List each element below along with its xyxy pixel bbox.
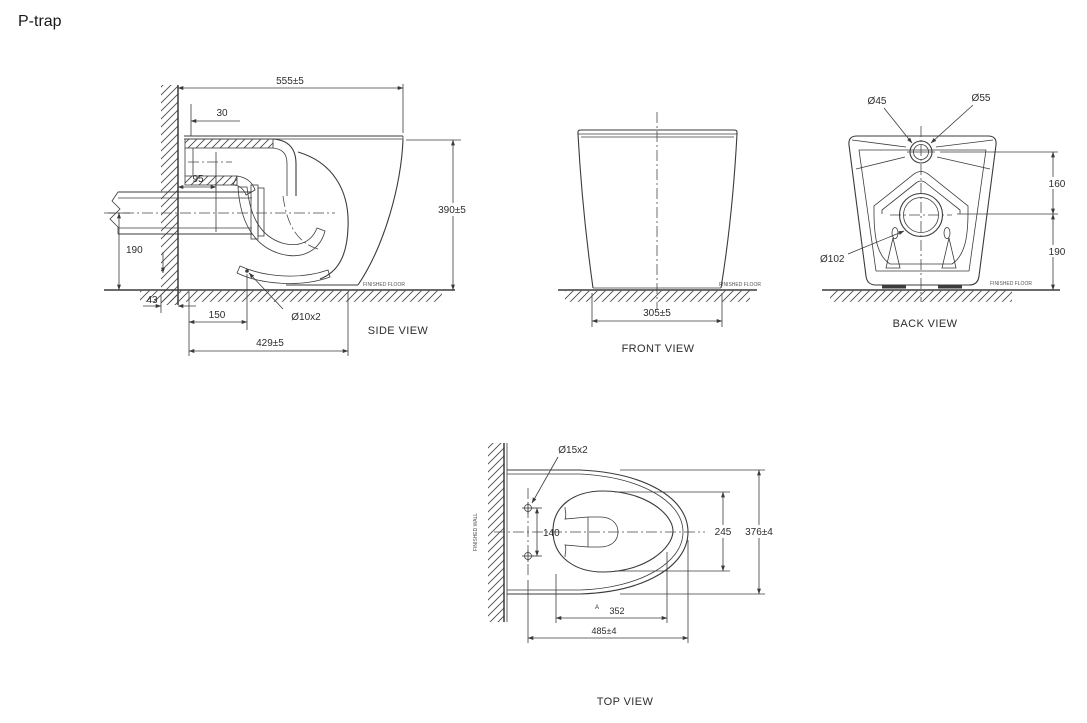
front-view-drawing: FINISHED FLOOR 305±5 FRONT VIEW (558, 112, 761, 355)
dim-top-seat-width: 245 (715, 527, 732, 538)
top-wall-label: FINISHED WALL (473, 513, 479, 551)
side-view-label: SIDE VIEW (368, 325, 429, 337)
dim-back-outlet-dia: Ø102 (820, 254, 845, 265)
dim-top-overall-width: 376±4 (745, 527, 773, 538)
dim-side-wall-thickness: 43 (146, 295, 158, 306)
dim-side-hole-offset: 150 (209, 310, 226, 321)
dim-back-outlet-height: 190 (1049, 247, 1066, 258)
front-floor-hatch (565, 290, 750, 302)
back-floor-hatch (830, 290, 1012, 302)
dim-front-width: 305±5 (643, 308, 671, 319)
dim-side-spud-depth: 95 (192, 174, 204, 185)
dim-top-seat-length-marker: A (595, 605, 599, 611)
side-view-drawing: FINISHED FLOOR 555±5 30 95 190 43 Ø10x2 … (104, 76, 475, 356)
back-floor-label: FINISHED FLOOR (990, 281, 1032, 287)
dim-side-base-length: 429±5 (256, 338, 284, 349)
dim-side-hole-note: Ø10x2 (291, 312, 321, 323)
front-floor-label: FINISHED FLOOR (719, 282, 761, 288)
front-view-label: FRONT VIEW (622, 343, 695, 355)
dim-back-inlet-outer: Ø55 (972, 93, 991, 104)
top-view-drawing: FINISHED WALL Ø15x2 140 245 (473, 443, 778, 708)
side-floor-label: FINISHED FLOOR (363, 282, 405, 288)
back-view-label: BACK VIEW (893, 318, 958, 330)
top-view-label: TOP VIEW (597, 696, 654, 708)
dim-top-seat-length: 352 (609, 606, 624, 616)
back-view-drawing: FINISHED FLOOR Ø45 Ø55 160 190 Ø102 BACK… (820, 93, 1071, 330)
page-title: P-trap (18, 13, 62, 30)
dim-top-overall-length: 485±4 (592, 626, 617, 636)
dim-side-height: 390±5 (438, 205, 466, 216)
dim-top-hole-spacing: 140 (543, 528, 560, 539)
side-floor-hatch (140, 290, 442, 302)
dim-side-overall-depth: 555±5 (276, 76, 304, 87)
dim-top-fixing-holes: Ø15x2 (558, 445, 588, 456)
dim-side-outlet-height: 190 (126, 245, 143, 256)
dim-back-inlet-drop: 160 (1049, 179, 1066, 190)
side-wall-hatch (161, 85, 178, 305)
dim-side-rim-offset: 30 (216, 108, 228, 119)
dim-back-inlet-inner: Ø45 (868, 96, 887, 107)
top-wall-hatch (488, 443, 504, 622)
